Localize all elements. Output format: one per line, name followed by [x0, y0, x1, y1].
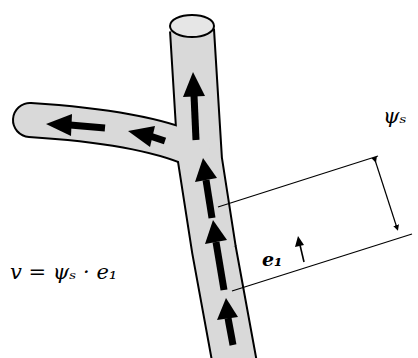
flow-arrows	[46, 72, 238, 345]
dimension-lines	[218, 156, 412, 291]
tube	[30, 15, 236, 358]
vector-label: e₁	[262, 250, 282, 269]
formula: v = ψₛ · e₁	[10, 262, 117, 283]
dimension-label: ψₛ	[383, 106, 407, 127]
unit-vector	[295, 236, 304, 262]
